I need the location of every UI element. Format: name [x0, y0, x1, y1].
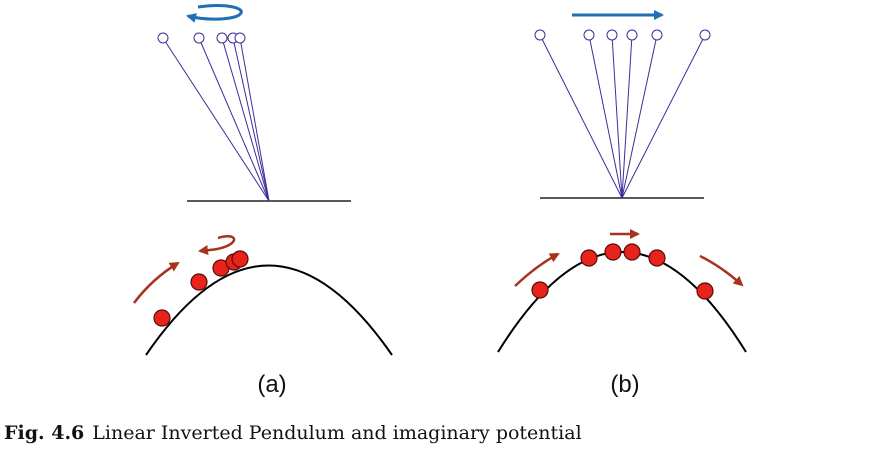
figure-caption: Fig. 4.6 Linear Inverted Pendulum and ima…: [4, 422, 582, 444]
pendulum-rods: [539, 34, 706, 199]
caption-text: Linear Inverted Pendulum and imaginary p…: [92, 422, 582, 444]
pendulum-bobs: [157, 32, 246, 44]
ball: [580, 249, 598, 267]
pendulum-rod: [611, 34, 623, 199]
pendulum-bob: [583, 29, 595, 41]
pendulum-rod: [621, 34, 658, 199]
pendulum-rod: [162, 37, 270, 202]
pendulum-a: [157, 4, 351, 202]
potential-curve: [497, 251, 747, 353]
return-arrow-icon: [186, 4, 243, 23]
ball: [190, 273, 208, 291]
pendulum-bob: [606, 29, 618, 41]
pendulum-rod: [198, 37, 270, 202]
pendulum-bob: [216, 32, 228, 44]
pendulum-bob: [699, 29, 711, 41]
return-arrow-icon: [198, 235, 236, 255]
rising-arrow-icon: [514, 252, 560, 287]
pendulum-bob: [651, 29, 663, 41]
pendulum-b: [534, 10, 711, 199]
potential-b: [497, 229, 747, 353]
pendulum-rod: [239, 37, 270, 202]
pendulum-rod: [621, 34, 706, 199]
panel-b: (b): [497, 10, 747, 398]
potential-curve: [145, 264, 393, 356]
panel-label-b: (b): [610, 371, 639, 398]
pendulum-bob: [193, 32, 205, 44]
ball: [623, 243, 641, 261]
pendulum-bob: [626, 29, 638, 41]
pendulum-rod: [539, 34, 623, 199]
ball: [604, 243, 622, 261]
ball: [648, 249, 666, 267]
pendulum-bob: [157, 32, 169, 44]
balls: [153, 250, 249, 327]
pendulum-rod: [232, 37, 270, 202]
ball: [153, 309, 171, 327]
ball: [231, 250, 249, 268]
pendulum-rods: [162, 37, 270, 202]
ball: [696, 282, 714, 300]
pendulum-bob: [534, 29, 546, 41]
pendulum-bobs: [534, 29, 711, 41]
potential-a: [133, 235, 393, 356]
pendulum-figure: (a): [133, 4, 747, 398]
falling-arrow-icon: [699, 254, 744, 287]
rising-arrow-icon: [133, 261, 180, 304]
pendulum-bob: [234, 32, 246, 44]
pendulum-rod: [221, 37, 270, 202]
panel-a: (a): [133, 4, 393, 398]
pendulum-rod: [621, 34, 633, 199]
ball: [531, 281, 549, 299]
balls: [531, 243, 714, 300]
pendulum-rod: [588, 34, 623, 199]
figure-number: Fig. 4.6: [4, 422, 85, 444]
panel-label-a: (a): [257, 371, 286, 398]
